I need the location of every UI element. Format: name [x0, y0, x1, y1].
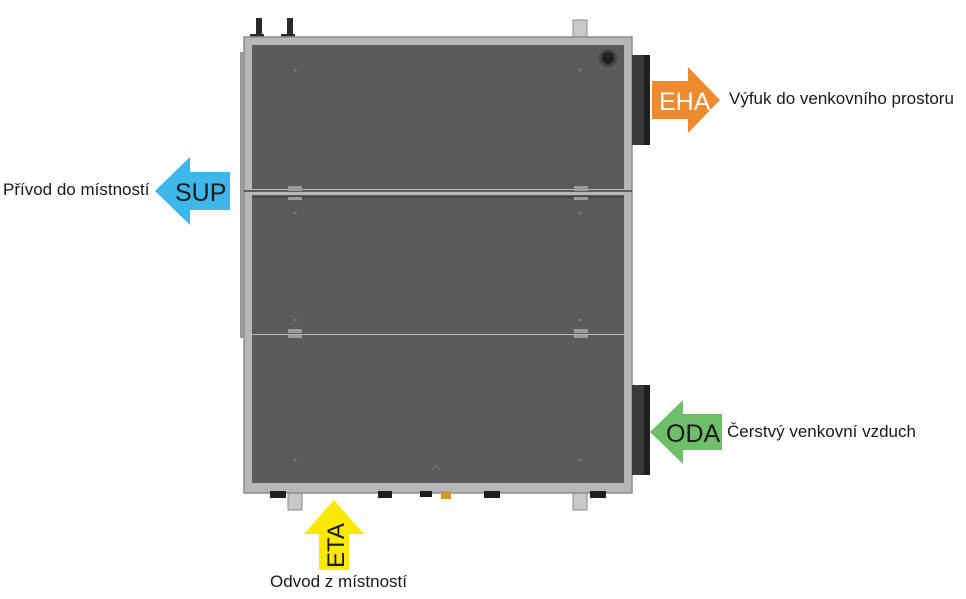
eha-code: EHA — [659, 88, 711, 116]
sup-code: SUP — [175, 179, 226, 207]
bottom-panel — [252, 335, 624, 483]
top-knob — [599, 49, 617, 67]
oda-arrow: ODA — [650, 400, 722, 464]
panel-screws — [293, 68, 582, 462]
sup-label: Přívod do místností — [3, 180, 150, 199]
side-rail — [240, 52, 244, 338]
panel-clips — [288, 186, 588, 338]
mounting-brackets — [287, 19, 588, 511]
top-panel — [252, 45, 624, 189]
eha-label: Výfuk do venkovního prostoru — [729, 89, 954, 108]
right-ducts — [632, 55, 650, 475]
oda-label: Čerstvý venkovní vzduch — [727, 422, 916, 441]
panel-seams — [244, 190, 632, 334]
eta-arrow: ETA — [304, 500, 364, 570]
eta-label: Odvod z místností — [270, 572, 407, 591]
eha-arrow: EHA — [652, 67, 720, 133]
middle-panel — [252, 195, 624, 332]
sup-arrow: SUP — [155, 157, 230, 225]
bottom-connectors — [270, 491, 606, 499]
top-pipes — [250, 18, 295, 38]
eta-code: ETA — [323, 523, 350, 568]
bottom-mark — [431, 464, 441, 471]
oda-code: ODA — [666, 420, 721, 448]
